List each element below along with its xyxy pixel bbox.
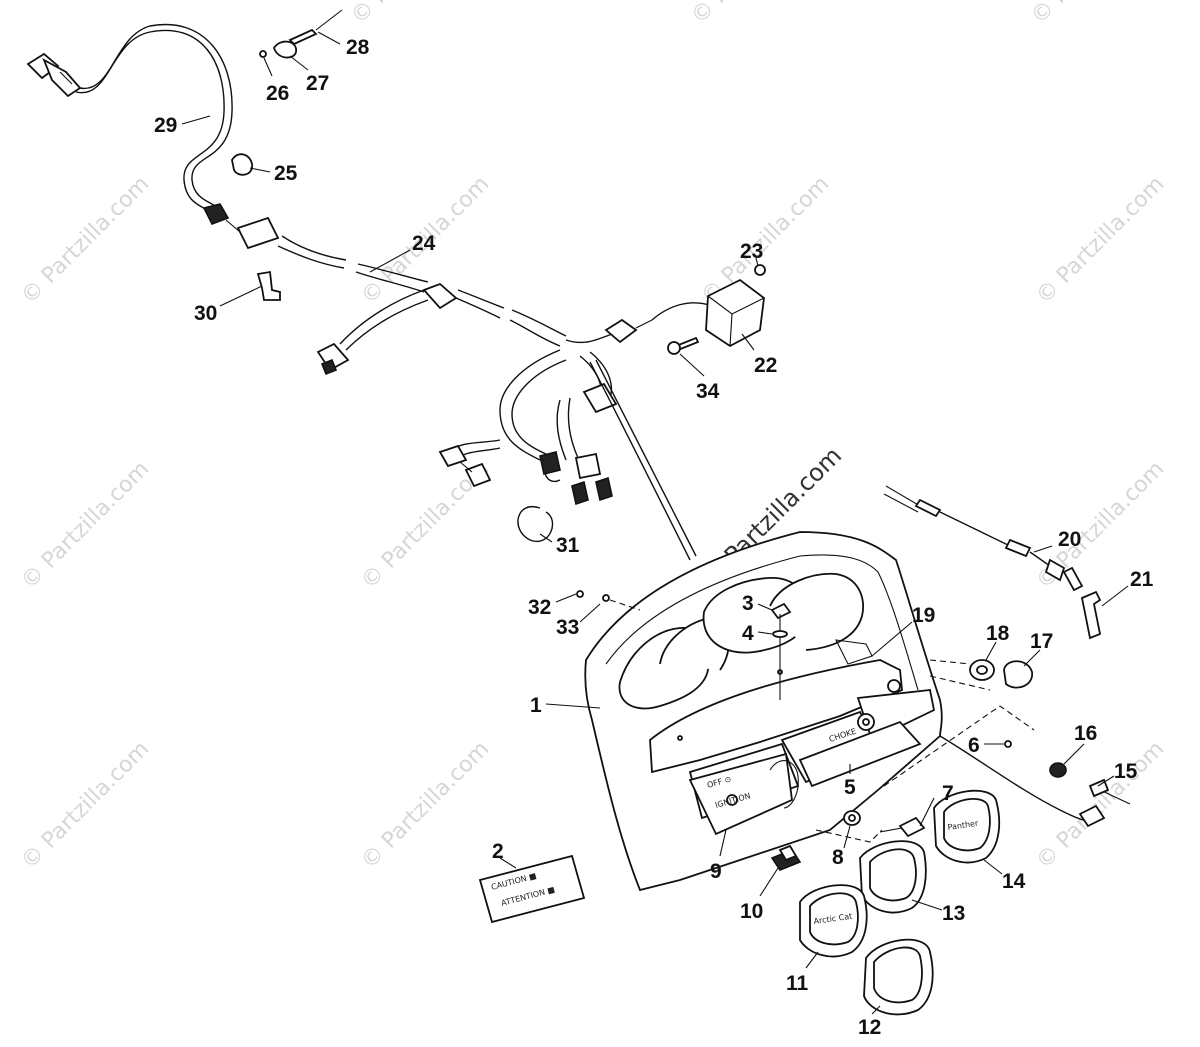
callout-15: 15 <box>1114 760 1138 783</box>
part-26-washer <box>259 50 267 58</box>
callout-4: 4 <box>742 622 754 645</box>
callout-11: 11 <box>786 972 809 995</box>
callout-9: 9 <box>710 860 722 883</box>
part-25-clip <box>231 153 253 176</box>
callout-26: 26 <box>266 82 289 105</box>
callout-10: 10 <box>740 900 763 923</box>
part-28-wire <box>288 28 318 46</box>
part-21-bracket <box>1080 590 1102 640</box>
callout-27: 27 <box>306 72 329 95</box>
callout-8: 8 <box>832 846 844 869</box>
part-6-nut <box>1004 740 1012 748</box>
watermark: © Partzilla.com <box>1032 172 1170 310</box>
watermark: © Partzilla.com <box>17 172 155 310</box>
callout-24: 24 <box>412 232 436 255</box>
callout-layer: 1 2 3 4 5 6 7 8 9 10 11 12 13 14 15 16 1… <box>154 36 1154 1039</box>
callout-5: 5 <box>844 776 856 799</box>
part-32-screw <box>576 590 584 598</box>
callout-12: 12 <box>858 1016 881 1039</box>
callout-21: 21 <box>1130 568 1154 591</box>
part-2-decal: CAUTION ■ ATTENTION ■ <box>478 854 586 924</box>
leader-lines <box>181 31 1129 1015</box>
callout-16: 16 <box>1074 722 1097 745</box>
harness-end-connector <box>26 52 82 98</box>
watermark: © Partzilla.com <box>17 457 155 595</box>
callout-14: 14 <box>1002 870 1026 893</box>
watermark: © Partzilla.com <box>697 172 835 310</box>
callout-32: 32 <box>528 596 551 619</box>
callout-30: 30 <box>194 302 217 325</box>
watermark: © Partzilla.com <box>347 0 485 29</box>
callout-31: 31 <box>556 534 580 557</box>
part-33-washer <box>602 594 610 602</box>
callout-29: 29 <box>154 114 177 137</box>
part-3-screw <box>770 602 792 620</box>
watermark-layer: © Partzilla.com © Partzilla.com © Partzi… <box>17 0 1170 874</box>
part-7-key <box>898 816 926 838</box>
part-31-clamp <box>517 505 554 543</box>
callout-1: 1 <box>530 694 542 717</box>
part-17-knob <box>1003 660 1033 689</box>
callout-28: 28 <box>346 36 370 59</box>
watermark: © Partzilla.com <box>1027 0 1165 29</box>
part-4-washer <box>772 630 788 638</box>
callout-33: 33 <box>556 616 579 639</box>
part-13-gauge <box>859 840 927 914</box>
watermark: © Partzilla.com <box>17 737 155 875</box>
wiring-harness <box>26 23 713 561</box>
part-11-gauge <box>799 884 868 958</box>
callout-6: 6 <box>968 734 980 757</box>
gauge-14-brand: Panther <box>947 819 980 832</box>
callout-18: 18 <box>986 622 1010 645</box>
callout-34: 34 <box>696 380 720 403</box>
watermark: © Partzilla.com <box>687 0 825 29</box>
callout-17: 17 <box>1030 630 1053 653</box>
part-20-cable <box>883 485 1084 592</box>
callout-22: 22 <box>754 354 777 377</box>
part-16-nut <box>1049 762 1067 778</box>
callout-3: 3 <box>742 592 754 615</box>
part-30-bracket <box>256 270 281 301</box>
callout-2: 2 <box>492 840 504 863</box>
part-14-gauge <box>933 789 1001 864</box>
part-22-box <box>705 278 765 348</box>
part-1-dash-panel <box>584 531 943 892</box>
callout-25: 25 <box>274 162 298 185</box>
callout-13: 13 <box>942 902 965 925</box>
watermark: © Partzilla.com <box>357 737 495 875</box>
part-27-grommet <box>273 40 297 59</box>
callout-7: 7 <box>942 782 954 805</box>
part-23-nut <box>754 264 766 276</box>
callout-20: 20 <box>1058 528 1081 551</box>
callout-19: 19 <box>912 604 935 627</box>
callout-23: 23 <box>740 240 763 263</box>
part-12-bezel <box>863 938 934 1016</box>
